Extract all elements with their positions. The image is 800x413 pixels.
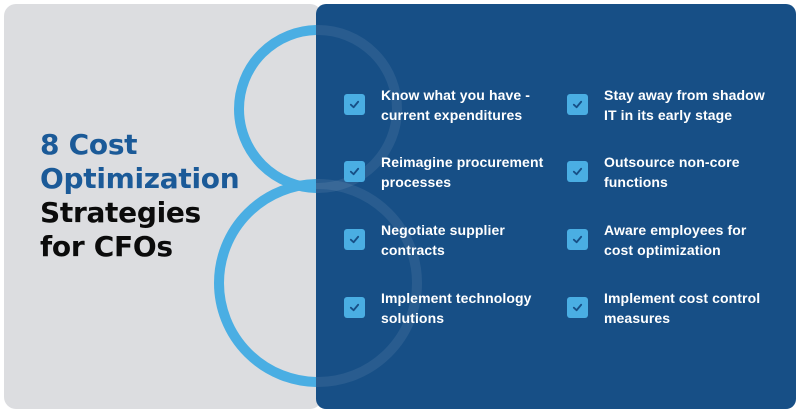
strategy-label: Know what you have -current expenditures <box>381 87 531 123</box>
title-line-2: Optimization <box>40 162 240 195</box>
title-line-1: 8 Cost <box>40 128 138 161</box>
strategy-item: Know what you have -current expenditures <box>344 85 530 125</box>
checkbox-checked-icon <box>567 161 588 182</box>
title-line-4: for CFOs <box>40 230 173 263</box>
left-panel <box>4 4 322 409</box>
checkbox-checked-icon <box>344 161 365 182</box>
checkbox-checked-icon <box>344 94 365 115</box>
page-title: 8 Cost Optimization Strategies for CFOs <box>40 128 240 264</box>
right-panel <box>316 4 796 409</box>
checkbox-checked-icon <box>567 94 588 115</box>
title-line-3: Strategies <box>40 196 201 229</box>
checkbox-checked-icon <box>344 229 365 250</box>
checkbox-checked-icon <box>567 229 588 250</box>
checkbox-checked-icon <box>344 297 365 318</box>
checkbox-checked-icon <box>567 297 588 318</box>
